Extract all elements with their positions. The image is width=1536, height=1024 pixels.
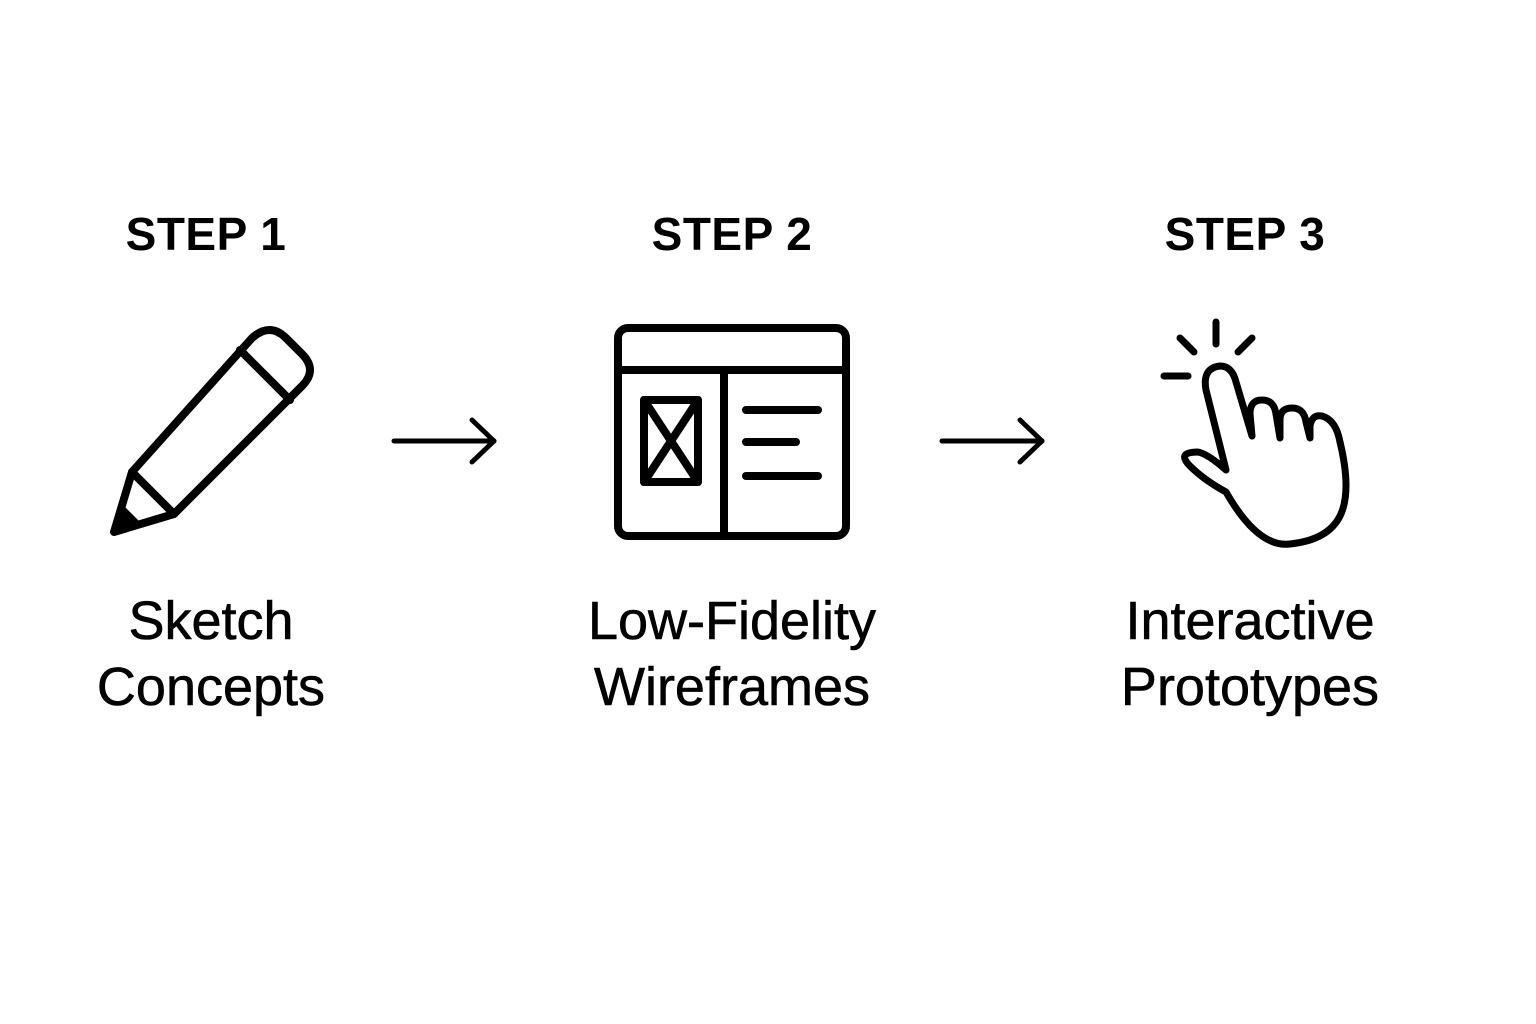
pencil-icon: [100, 318, 330, 548]
step-1-label-line-2: Concepts: [96, 657, 326, 718]
step-3-heading: STEP 3: [1164, 208, 1326, 260]
pointer-hand-icon: [1156, 316, 1356, 552]
step-2-label-line-2: Wireframes: [593, 657, 871, 718]
arrow-right-icon: [390, 416, 500, 466]
step-3-label-line-2: Prototypes: [1120, 657, 1380, 718]
step-3-label: Interactive Prototypes: [1030, 588, 1470, 720]
arrow-right-icon: [938, 416, 1048, 466]
step-2-label-line-1: Low-Fidelity: [587, 591, 877, 652]
step-2-label: Low-Fidelity Wireframes: [512, 588, 952, 720]
step-3-label-line-1: Interactive: [1125, 591, 1375, 652]
wireframe-icon: [614, 324, 850, 540]
step-1-heading: STEP 1: [125, 208, 287, 260]
step-1-label: Sketch Concepts: [0, 588, 431, 720]
step-1-label-line-1: Sketch: [128, 591, 294, 652]
step-2-heading: STEP 2: [651, 208, 813, 260]
